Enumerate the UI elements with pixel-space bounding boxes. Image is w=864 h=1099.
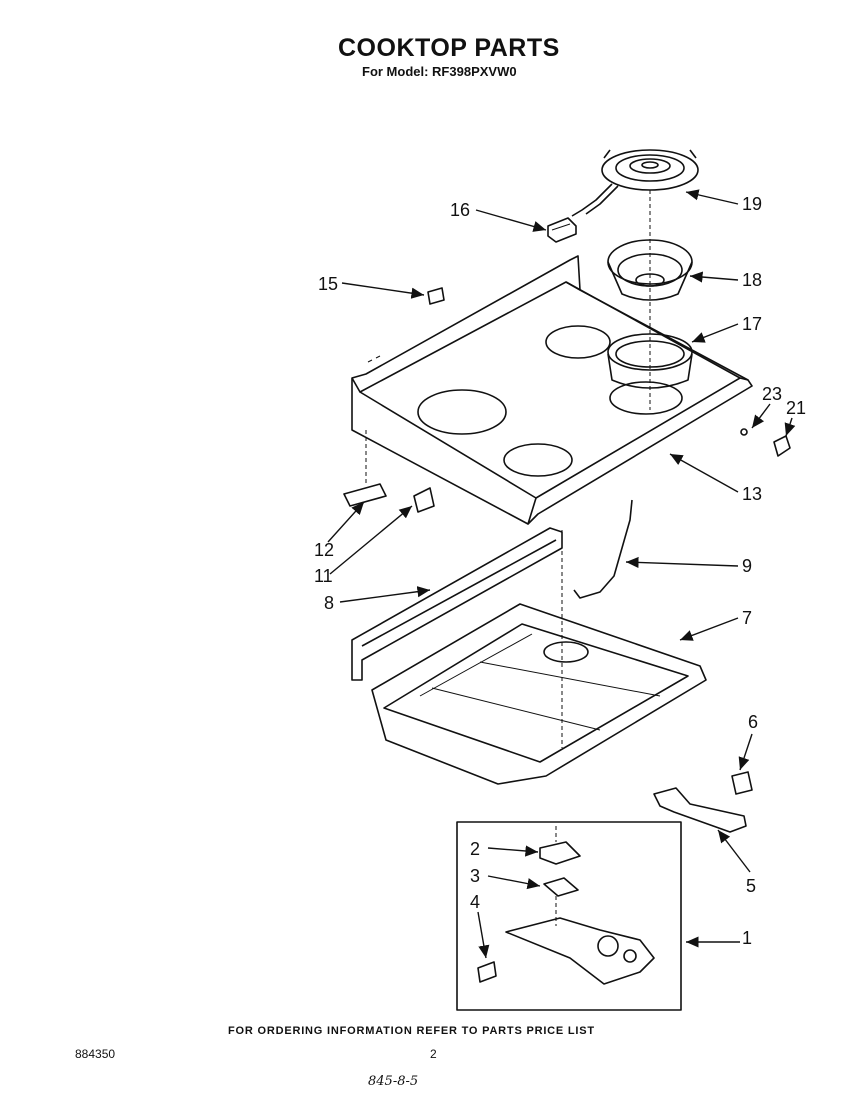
callout-6: 6	[748, 712, 758, 732]
callout-21: 21	[786, 398, 806, 418]
infinite-switch-1	[505, 896, 655, 985]
support-rod-9	[573, 499, 633, 599]
callout-11: 11	[314, 566, 333, 586]
screw-23	[740, 428, 748, 436]
switch-2	[539, 826, 581, 865]
callout-19: 19	[742, 194, 762, 214]
clip-15	[427, 287, 445, 305]
callout-15: 15	[318, 274, 338, 294]
terminal-block-16	[547, 217, 577, 243]
bracket-21	[773, 435, 791, 457]
surface-element-19	[571, 149, 699, 217]
strap-5	[653, 787, 747, 833]
ordering-note: FOR ORDERING INFORMATION REFER TO PARTS …	[228, 1025, 595, 1037]
cooktop-13	[351, 255, 753, 525]
front-rail-8	[351, 527, 563, 681]
callout-7: 7	[742, 608, 752, 628]
hinge-12	[343, 430, 387, 507]
inset-frame	[456, 821, 682, 1011]
callout-17: 17	[742, 314, 762, 334]
callout-4: 4	[470, 892, 480, 912]
bushing-11	[413, 487, 435, 513]
callout-16: 16	[450, 200, 470, 220]
burner-box-7	[371, 530, 707, 785]
callout-8: 8	[324, 593, 334, 613]
callout-5: 5	[746, 876, 756, 896]
page-number: 2	[430, 1047, 437, 1061]
callout-23: 23	[762, 384, 782, 404]
leader-lines	[327, 189, 796, 959]
callout-2: 2	[470, 839, 480, 859]
bracket-6	[731, 771, 753, 795]
page-title: COOKTOP PARTS	[338, 34, 560, 62]
callout-1: 1	[742, 928, 752, 948]
callout-13: 13	[742, 484, 762, 504]
callout-18: 18	[742, 270, 762, 290]
insulator-4	[477, 961, 497, 983]
document-number: 884350	[75, 1047, 116, 1061]
handwritten-note: 845-8-5	[368, 1074, 419, 1089]
plate-3	[543, 877, 579, 897]
callout-9: 9	[742, 556, 752, 576]
callout-12: 12	[314, 540, 334, 560]
callout-3: 3	[470, 866, 480, 886]
model-subtitle: For Model: RF398PXVW0	[362, 64, 517, 79]
